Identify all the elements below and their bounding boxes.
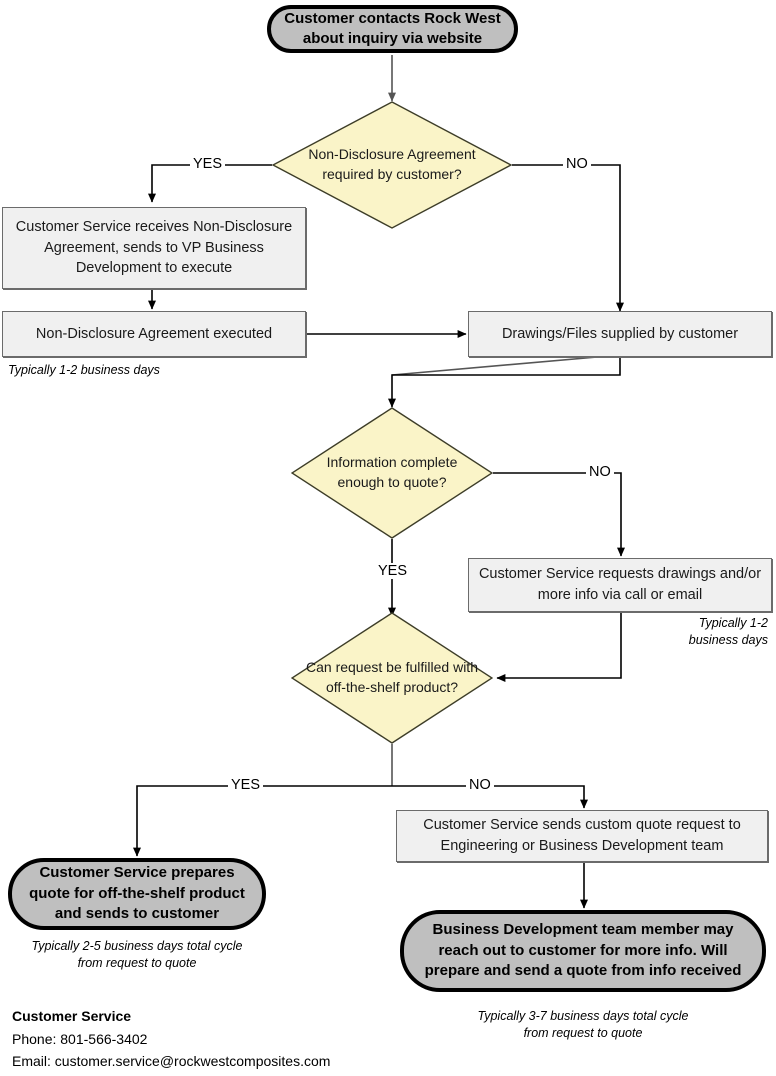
node-nda-decision[interactable]: Non-Disclosure Agreement required by cus… <box>272 101 512 229</box>
node-cs-requests-drawings-label: Customer Service requests drawings and/o… <box>478 566 762 603</box>
node-start-label: Customer contacts Rock West about inquir… <box>284 9 501 47</box>
edge-label-info-no: NO <box>586 464 614 480</box>
edge-label-off-shelf-no: NO <box>466 777 494 793</box>
node-bd-reaches-out[interactable]: Business Development team member may rea… <box>400 910 766 992</box>
diamond-shape-info-complete <box>291 407 493 539</box>
edge-label-nda-no: NO <box>563 156 591 172</box>
node-cs-sends-custom-request-label: Customer Service sends custom quote requ… <box>423 817 741 854</box>
node-nda-executed[interactable]: Non-Disclosure Agreement executed <box>2 311 306 357</box>
node-cs-prepares-quote-label: Customer Service prepares quote for off-… <box>29 864 245 923</box>
node-info-complete-label: Information complete enough to quote? <box>326 454 458 490</box>
contact-email: Email: customer.service@rockwestcomposit… <box>12 1053 331 1070</box>
contact-title: Customer Service <box>12 1008 132 1024</box>
node-cs-receives-nda-label: Customer Service receives Non-Disclosure… <box>15 219 293 277</box>
note-off-shelf-cycle: Typically 2-5 business days total cycle … <box>31 939 243 970</box>
node-drawings-supplied[interactable]: Drawings/Files supplied by customer <box>468 311 772 357</box>
note-custom-cycle: Typically 3-7 business days total cycle … <box>477 1009 689 1040</box>
node-off-shelf-decision[interactable]: Can request be fulfilled with off-the-sh… <box>291 612 493 744</box>
diamond-shape-off-shelf <box>291 612 493 744</box>
contact-block: Customer Service Phone: 801-566-3402 Ema… <box>12 1005 330 1073</box>
node-nda-decision-label: Non-Disclosure Agreement required by cus… <box>308 146 476 182</box>
node-off-shelf-label: Can request be fulfilled with off-the-sh… <box>306 659 478 695</box>
node-cs-prepares-quote[interactable]: Customer Service prepares quote for off-… <box>8 858 266 930</box>
node-info-complete-decision[interactable]: Information complete enough to quote? <box>291 407 493 539</box>
node-drawings-supplied-label: Drawings/Files supplied by customer <box>501 325 739 342</box>
node-bd-reaches-out-label: Business Development team member may rea… <box>424 921 742 980</box>
diamond-shape-nda <box>272 101 512 229</box>
node-nda-executed-label: Non-Disclosure Agreement executed <box>35 325 273 342</box>
node-cs-sends-custom-request[interactable]: Customer Service sends custom quote requ… <box>396 810 768 862</box>
note-more-info-cycle: Typically 1-2 business days <box>688 616 768 647</box>
edge-label-info-yes: YES <box>375 563 411 579</box>
node-cs-requests-drawings[interactable]: Customer Service requests drawings and/o… <box>468 558 772 612</box>
edge-label-nda-yes: YES <box>190 156 226 172</box>
note-nda-cycle: Typically 1-2 business days <box>8 363 160 377</box>
node-start-terminator[interactable]: Customer contacts Rock West about inquir… <box>267 5 518 53</box>
contact-phone: Phone: 801-566-3402 <box>12 1030 148 1047</box>
edge-label-off-shelf-yes: YES <box>228 777 264 793</box>
node-cs-receives-nda[interactable]: Customer Service receives Non-Disclosure… <box>2 207 306 289</box>
